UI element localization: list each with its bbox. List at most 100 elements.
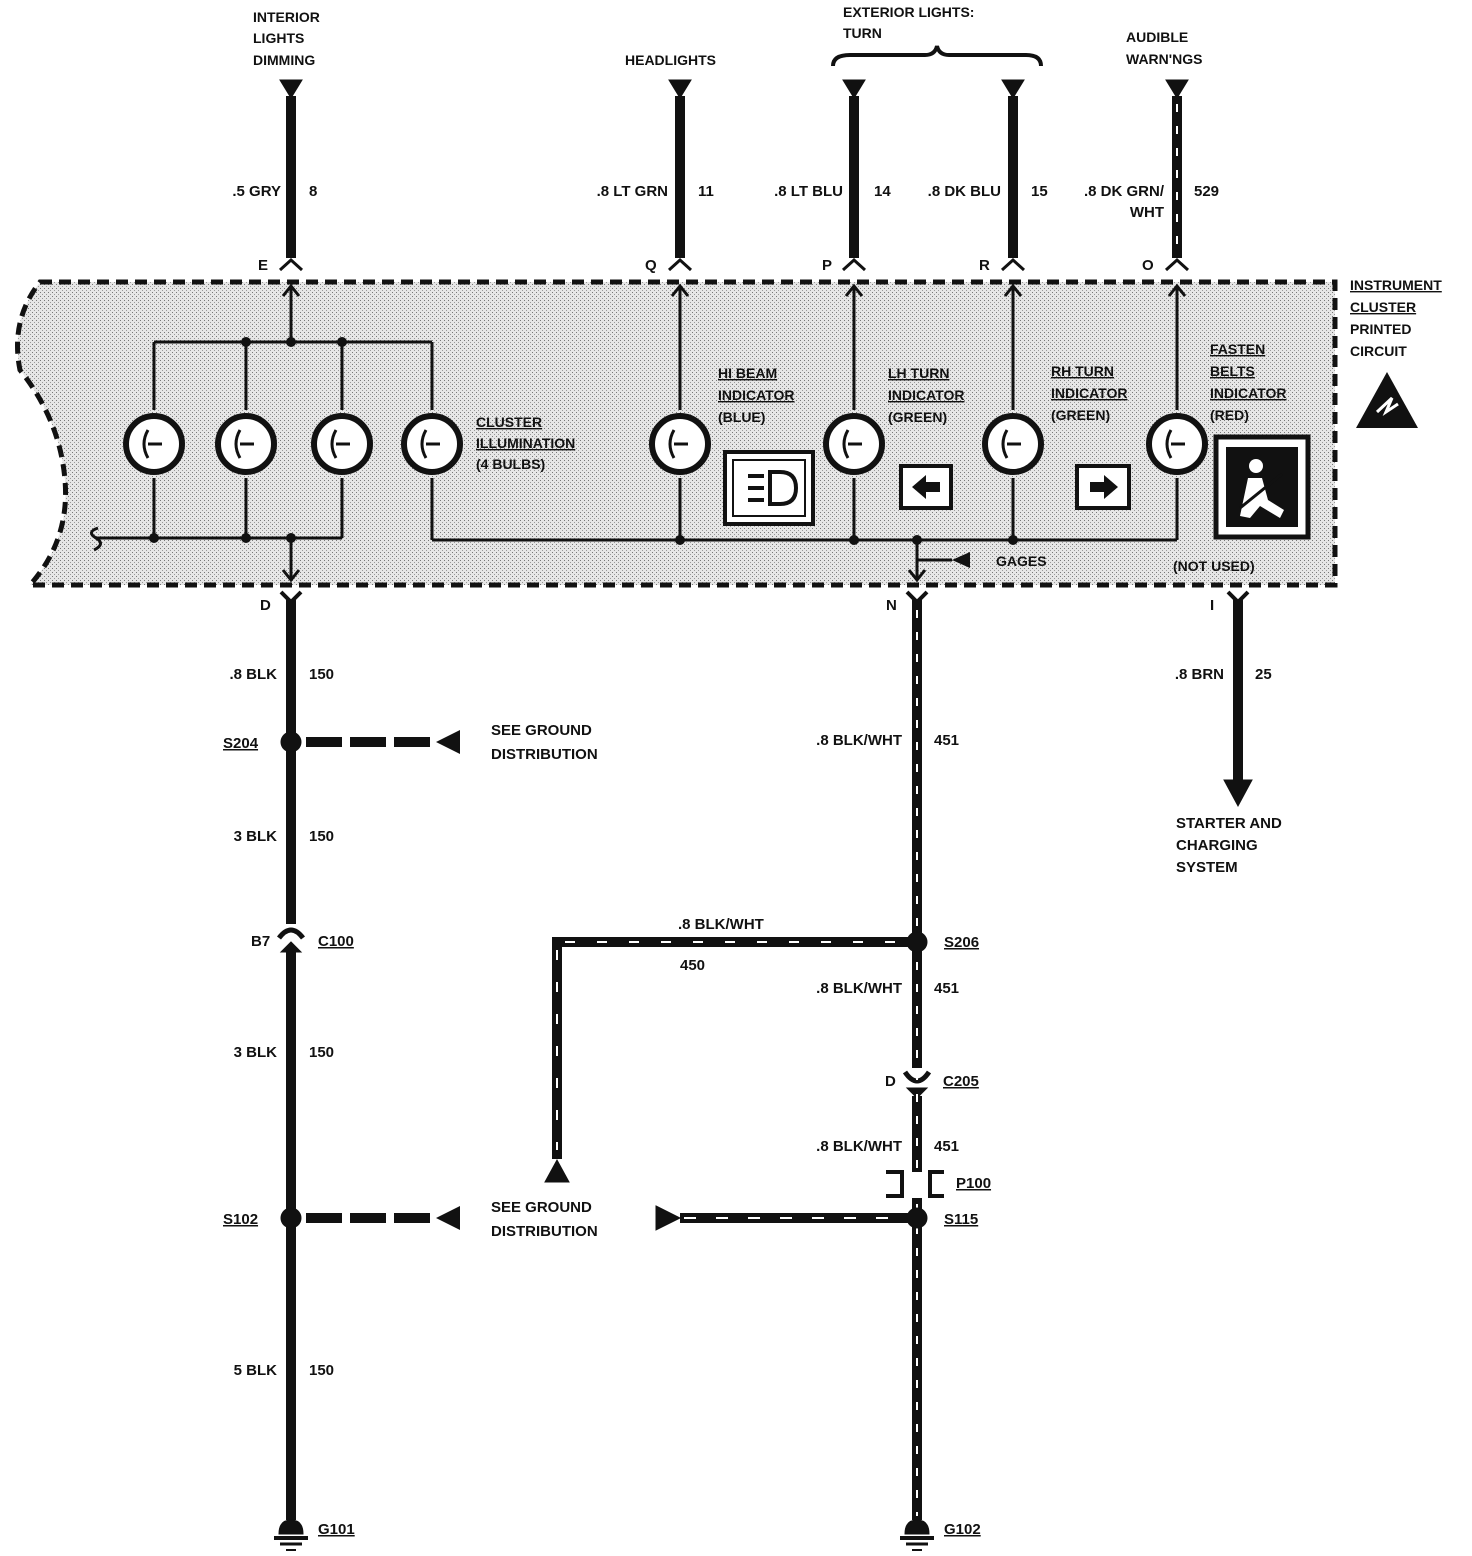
pin-c205-d: D xyxy=(885,1073,896,1090)
top-labels: INTERIOR LIGHTS DIMMING HEADLIGHTS EXTER… xyxy=(253,4,1202,68)
gages-label: GAGES xyxy=(996,553,1047,569)
splice-s115: S115 xyxy=(944,1211,978,1228)
bulb-icon xyxy=(311,413,373,475)
wire-q-circuit: 11 xyxy=(698,183,714,200)
starter-wire xyxy=(1223,590,1253,808)
lh-turn-label-3: (GREEN) xyxy=(888,409,947,425)
pin-r: R xyxy=(979,257,990,274)
bulb-icon xyxy=(649,413,711,475)
cluster-title-1: INSTRUMENT xyxy=(1350,277,1442,293)
mid-wire2-color: .8 BLK/WHT xyxy=(816,980,902,997)
wire-r-color: .8 DK BLU xyxy=(928,183,1001,200)
headlights-label: HEADLIGHTS xyxy=(625,52,716,68)
starter-label-3: SYSTEM xyxy=(1176,859,1238,876)
pass-through-p100: P100 xyxy=(956,1175,991,1192)
pin-i: I xyxy=(1210,597,1214,614)
not-used-label: (NOT USED) xyxy=(1173,558,1255,574)
wire-q-color: .8 LT GRN xyxy=(597,183,668,200)
seatbelt-symbol-icon xyxy=(1213,434,1311,540)
rh-turn-label-3: (GREEN) xyxy=(1051,407,1110,423)
interior-dimming-label-1: INTERIOR xyxy=(253,9,320,25)
fasten-belts-label-1: FASTEN xyxy=(1210,341,1265,357)
fasten-belts-label-3: INDICATOR xyxy=(1210,385,1286,401)
right-wire-circuit: 25 xyxy=(1255,666,1272,683)
ground-distribution-leads xyxy=(306,730,460,1230)
bulb-icon xyxy=(215,413,277,475)
cluster-illum-label-1: CLUSTER xyxy=(476,414,542,430)
wire-r-circuit: 15 xyxy=(1031,183,1048,200)
side-wire-color: .8 BLK/WHT xyxy=(678,916,764,933)
lh-turn-label-2: INDICATOR xyxy=(888,387,964,403)
esd-warning-icon xyxy=(1356,372,1418,428)
pin-n: N xyxy=(886,597,897,614)
wire-e-color: .5 GRY xyxy=(232,183,281,200)
mid-wire1-color: .8 BLK/WHT xyxy=(816,732,902,749)
fasten-belts-label-4: (RED) xyxy=(1210,407,1249,423)
audible-warnings-label-1: AUDIBLE xyxy=(1126,29,1188,45)
fasten-belts-label-2: BELTS xyxy=(1210,363,1255,379)
pin-b7: B7 xyxy=(251,933,270,950)
bottom-pin-labels: D N I xyxy=(260,597,1214,614)
mid-wire3-color: .8 BLK/WHT xyxy=(816,1138,902,1155)
cluster-title-2: CLUSTER xyxy=(1350,299,1416,315)
bulb-icon xyxy=(401,413,463,475)
top-wire-labels: .5 GRY 8 E .8 LT GRN 11 Q .8 LT BLU 14 P… xyxy=(232,183,1219,274)
right-branch-labels: .8 BRN 25 STARTER AND CHARGING SYSTEM xyxy=(1175,666,1282,876)
pin-o: O xyxy=(1142,257,1154,274)
cluster-illum-label-3: (4 BULBS) xyxy=(476,456,545,472)
rh-turn-label-2: INDICATOR xyxy=(1051,385,1127,401)
see-ground-1-line2: DISTRIBUTION xyxy=(491,746,598,763)
wire-o-color2: WHT xyxy=(1130,204,1164,221)
bulb-icon xyxy=(123,413,185,475)
exterior-turn-label-1: EXTERIOR LIGHTS: xyxy=(843,4,974,20)
starter-label-1: STARTER AND xyxy=(1176,815,1282,832)
side-wire-450 xyxy=(544,937,917,1183)
splice-s206: S206 xyxy=(944,934,979,951)
left-branch-labels: .8 BLK 150 S204 SEE GROUND DISTRIBUTION … xyxy=(223,666,598,1538)
hi-beam-label-1: HI BEAM xyxy=(718,365,777,381)
bulb-icon xyxy=(1146,413,1208,475)
left-wire2-circuit: 150 xyxy=(309,828,334,845)
interior-dimming-label-2: LIGHTS xyxy=(253,30,304,46)
left-wire4-color: 5 BLK xyxy=(234,1362,278,1379)
left-wire4-circuit: 150 xyxy=(309,1362,334,1379)
pin-p: P xyxy=(822,257,832,274)
cluster-title-4: CIRCUIT xyxy=(1350,343,1407,359)
left-wire1-circuit: 150 xyxy=(309,666,334,683)
side-wire-circuit: 450 xyxy=(680,957,705,974)
hi-beam-symbol-icon xyxy=(723,450,815,526)
mid-wire2-circuit: 451 xyxy=(934,980,959,997)
pin-q: Q xyxy=(645,257,657,274)
wire-p-color: .8 LT BLU xyxy=(774,183,843,200)
top-wires xyxy=(278,79,1190,272)
wire-o-circuit: 529 xyxy=(1194,183,1219,200)
middle-ground-wire xyxy=(886,590,944,1551)
connector-c205: C205 xyxy=(943,1073,979,1090)
s115-ground-lead xyxy=(655,1205,910,1231)
right-wire-color: .8 BRN xyxy=(1175,666,1224,683)
pin-e: E xyxy=(258,257,268,274)
splice-s102: S102 xyxy=(223,1211,258,1228)
exterior-turn-label-2: TURN xyxy=(843,25,882,41)
connector-c100: C100 xyxy=(318,933,354,950)
mid-wire1-circuit: 451 xyxy=(934,732,959,749)
left-wire2-color: 3 BLK xyxy=(234,828,278,845)
cluster-labels: INSTRUMENT CLUSTER PRINTED CIRCUIT CLUST… xyxy=(476,277,1442,574)
see-ground-2-line1: SEE GROUND xyxy=(491,1199,592,1216)
left-wire3-circuit: 150 xyxy=(309,1044,334,1061)
interior-dimming-label-3: DIMMING xyxy=(253,52,315,68)
left-wire3-color: 3 BLK xyxy=(234,1044,278,1061)
left-arrow-symbol-icon xyxy=(899,464,953,510)
rh-turn-label-1: RH TURN xyxy=(1051,363,1114,379)
bulb-icon xyxy=(982,413,1044,475)
wire-e-circuit: 8 xyxy=(309,183,317,200)
board-nodes xyxy=(149,337,1018,568)
lh-turn-label-1: LH TURN xyxy=(888,365,949,381)
cluster-title-3: PRINTED xyxy=(1350,321,1411,337)
splice-s204: S204 xyxy=(223,735,259,752)
see-ground-2-line2: DISTRIBUTION xyxy=(491,1223,598,1240)
board-wiring xyxy=(90,283,1187,583)
ground-g102: G102 xyxy=(944,1521,981,1538)
wire-o-color: .8 DK GRN/ xyxy=(1084,183,1165,200)
starter-label-2: CHARGING xyxy=(1176,837,1258,854)
